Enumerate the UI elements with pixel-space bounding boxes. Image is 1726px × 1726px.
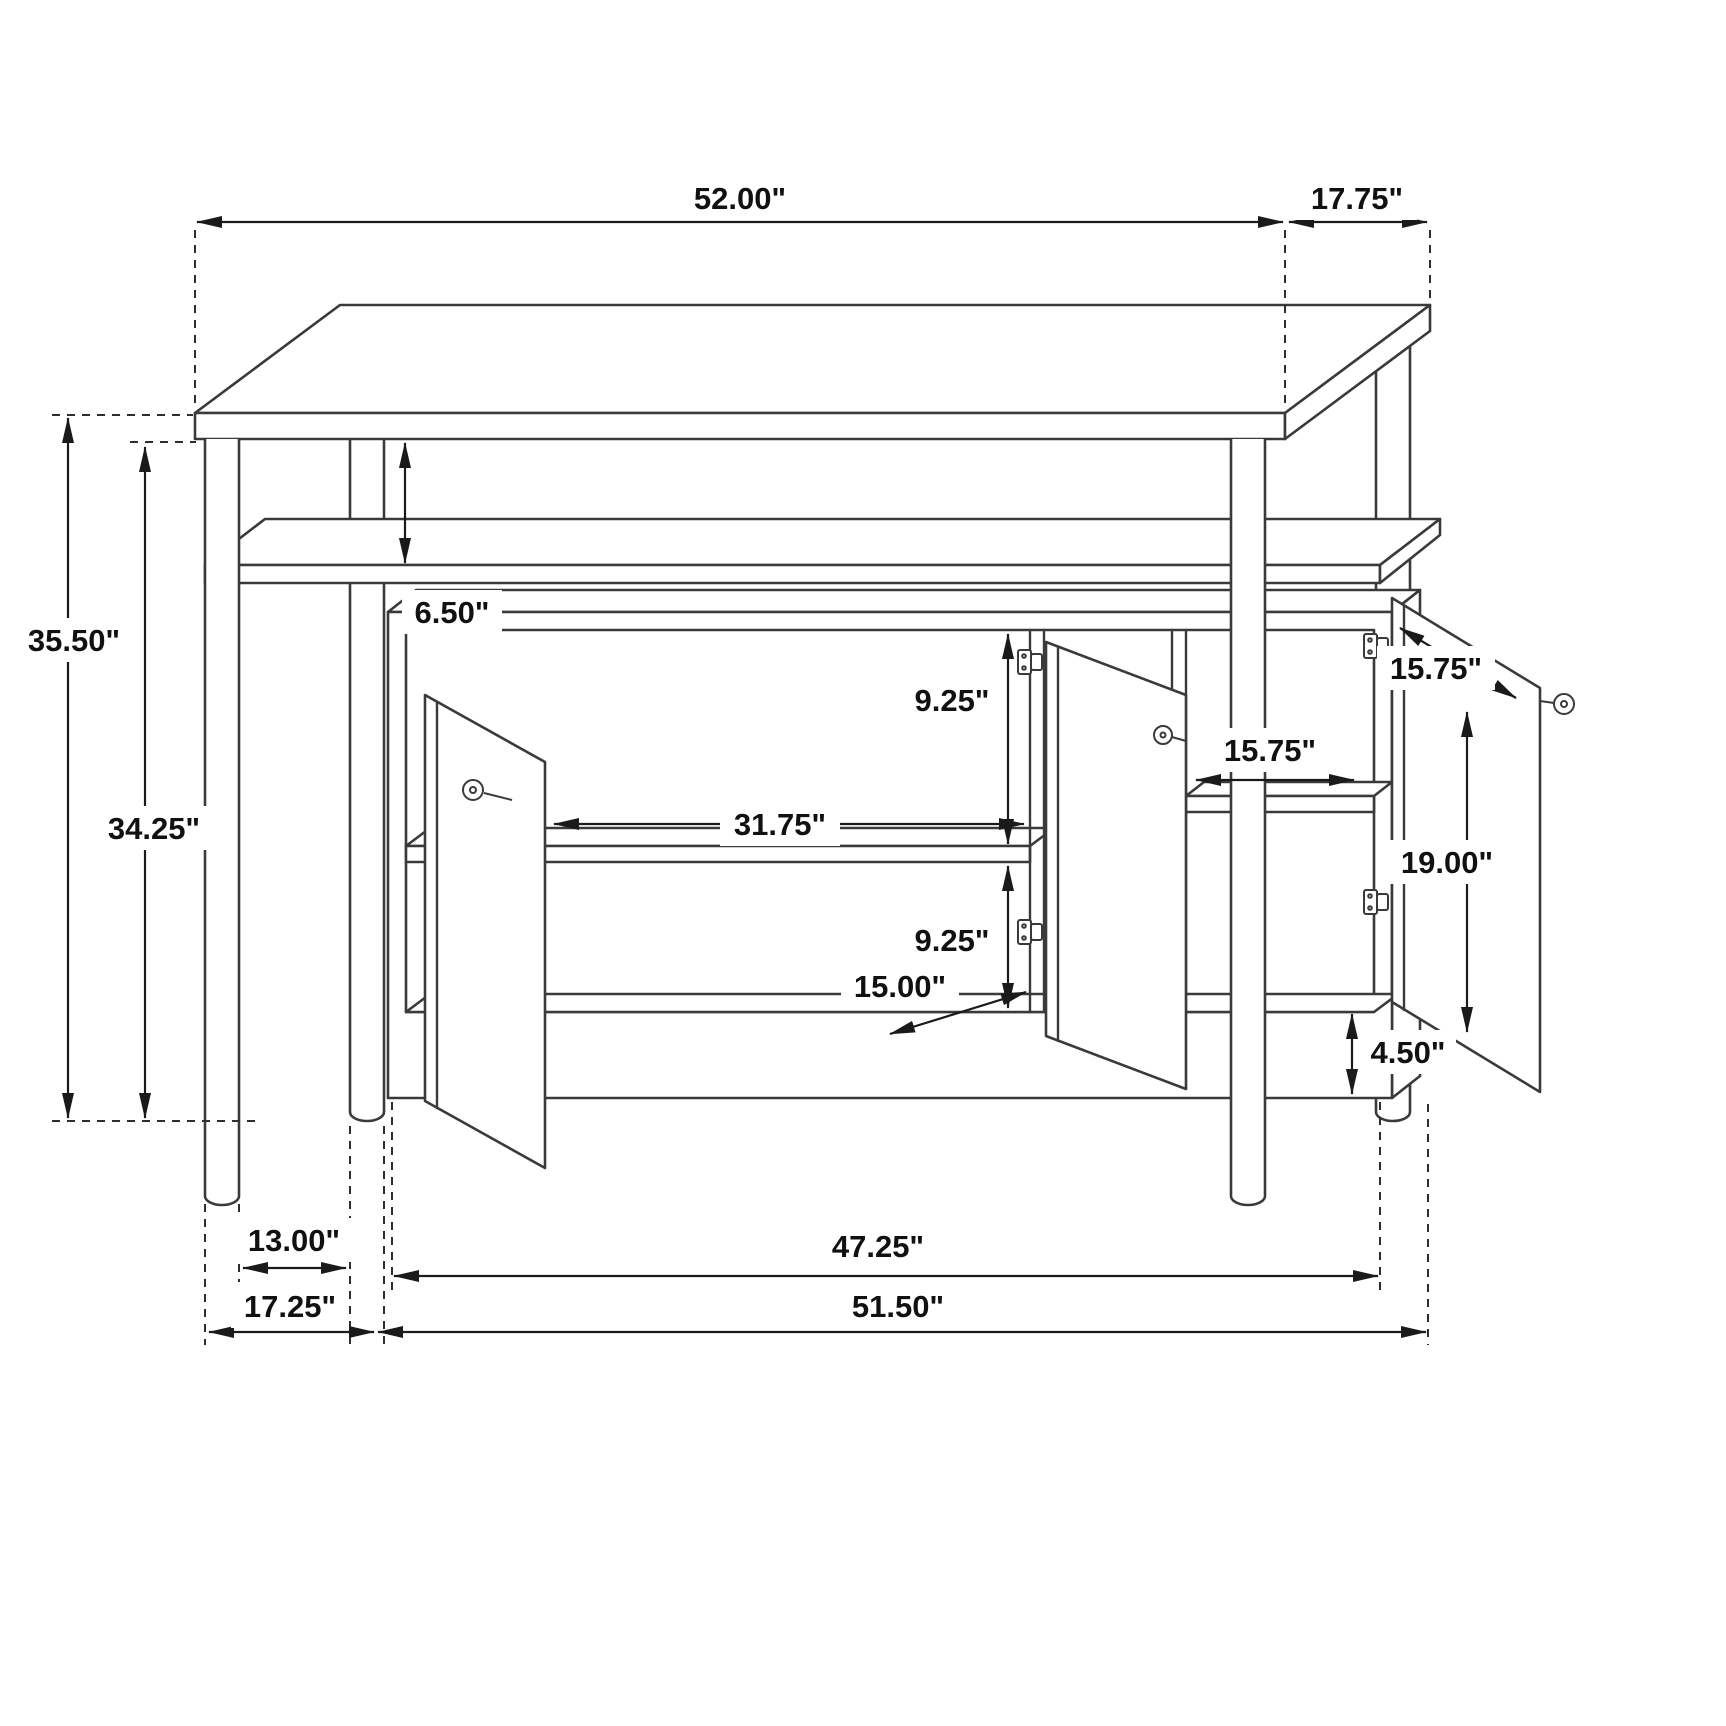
tabletop-top-face bbox=[193, 303, 1432, 415]
dim-label-upper-compartment-height: 9.25" bbox=[914, 683, 989, 718]
dim-right-shelf-width: 15.75" bbox=[1195, 728, 1355, 786]
tabletop bbox=[193, 303, 1432, 441]
middle-door-panel bbox=[1044, 640, 1188, 1091]
dim-label-body-height: 34.25" bbox=[108, 811, 200, 846]
right-door-knob-icon bbox=[1539, 693, 1575, 715]
dim-label-left-shelf-width: 31.75" bbox=[734, 807, 826, 842]
middle-door-knob-icon bbox=[1153, 725, 1187, 745]
center-divider bbox=[1028, 628, 1046, 1014]
dim-label-bg bbox=[402, 590, 502, 634]
dim-top-width: 52.00" bbox=[196, 176, 1284, 228]
left-door-panel bbox=[423, 693, 547, 1170]
dim-lower-compartment-height: 9.25" bbox=[902, 865, 1014, 1009]
dim-label-bg bbox=[1387, 840, 1507, 884]
dim-label-bg bbox=[235, 1218, 353, 1262]
dim-right-door-width: 15.75" bbox=[1377, 627, 1517, 699]
back-left-leg bbox=[348, 334, 386, 1123]
dim-label-base-width: 51.50" bbox=[852, 1289, 944, 1324]
dim-label-bg bbox=[680, 176, 800, 220]
dim-label-right-door-width: 15.75" bbox=[1390, 651, 1482, 686]
tabletop-front-face bbox=[193, 411, 1287, 441]
dim-label-bg bbox=[1211, 728, 1329, 772]
dim-label-bg bbox=[902, 918, 1002, 962]
dim-body-height: 34.25" bbox=[94, 446, 214, 1119]
dim-right-door-height: 19.00" bbox=[1387, 711, 1507, 1033]
dim-label-bg bbox=[94, 806, 214, 850]
dim-overall-height: 35.50" bbox=[14, 417, 134, 1119]
dim-label-base-clearance: 4.50" bbox=[1370, 1035, 1445, 1070]
dim-label-open-shelf-clearance: 6.50" bbox=[414, 595, 489, 630]
dim-interior-depth: 15.00" bbox=[841, 964, 1027, 1036]
dim-label-interior-width: 47.25" bbox=[832, 1229, 924, 1264]
middle-door bbox=[1017, 640, 1188, 1091]
dim-base-clearance: 4.50" bbox=[1346, 1013, 1456, 1095]
front-right-leg bbox=[1229, 437, 1267, 1207]
dim-label-right-shelf-width: 15.75" bbox=[1224, 733, 1316, 768]
dim-label-leg-spacing-depth: 13.00" bbox=[248, 1223, 340, 1258]
dim-label-interior-depth: 15.00" bbox=[854, 969, 946, 1004]
dim-base-width: 51.50" bbox=[377, 1284, 1427, 1338]
dim-label-right-door-height: 19.00" bbox=[1401, 845, 1493, 880]
dim-left-shelf-width: 31.75" bbox=[553, 802, 1025, 846]
dim-label-bg bbox=[838, 1284, 958, 1328]
open-shelf-right-face bbox=[1378, 517, 1442, 585]
hinge-icon bbox=[1363, 889, 1389, 915]
body-opening bbox=[404, 628, 1376, 1014]
front-legs bbox=[203, 437, 1267, 1207]
open-shelf bbox=[203, 517, 1442, 585]
hinge-icon bbox=[1017, 649, 1043, 675]
dim-base-depth: 17.25" bbox=[208, 1284, 375, 1338]
dimension-annotations: 52.00" 17.75" 35.50" 34.25" 6.50" 9.25" bbox=[14, 176, 1517, 1338]
dim-label-bg bbox=[902, 678, 1002, 722]
right-shelf-surface bbox=[1184, 780, 1394, 798]
dim-label-bg bbox=[818, 1224, 938, 1268]
left-door bbox=[423, 693, 547, 1170]
dim-label-bg bbox=[14, 618, 134, 662]
left-door-knob-icon bbox=[462, 779, 513, 801]
open-shelf-front-face bbox=[203, 563, 1382, 585]
right-shelf-front-edge bbox=[1184, 794, 1376, 814]
dim-label-lower-compartment-height: 9.25" bbox=[914, 923, 989, 958]
dim-leg-spacing-depth: 13.00" bbox=[235, 1218, 353, 1274]
dim-label-bg bbox=[720, 802, 840, 846]
dim-label-top-depth: 17.75" bbox=[1311, 181, 1403, 216]
dim-open-shelf-clearance: 6.50" bbox=[399, 442, 502, 634]
extension-lines bbox=[52, 230, 1431, 1345]
dim-label-bg bbox=[231, 1284, 349, 1328]
dim-label-bg bbox=[841, 964, 959, 1008]
dim-label-base-depth: 17.25" bbox=[244, 1289, 336, 1324]
front-left-leg bbox=[203, 437, 241, 1207]
dim-interior-width: 47.25" bbox=[393, 1224, 1379, 1282]
dim-label-bg bbox=[1360, 1030, 1456, 1074]
dim-label-top-width: 52.00" bbox=[694, 181, 786, 216]
tabletop-right-face bbox=[1283, 303, 1432, 441]
hinge-icon bbox=[1017, 919, 1043, 945]
dim-top-depth: 17.75" bbox=[1288, 176, 1428, 228]
dim-label-bg bbox=[1297, 176, 1417, 220]
dim-upper-compartment-height: 9.25" bbox=[902, 633, 1014, 845]
dim-label-overall-height: 35.50" bbox=[28, 623, 120, 658]
dim-label-bg bbox=[1377, 646, 1495, 690]
